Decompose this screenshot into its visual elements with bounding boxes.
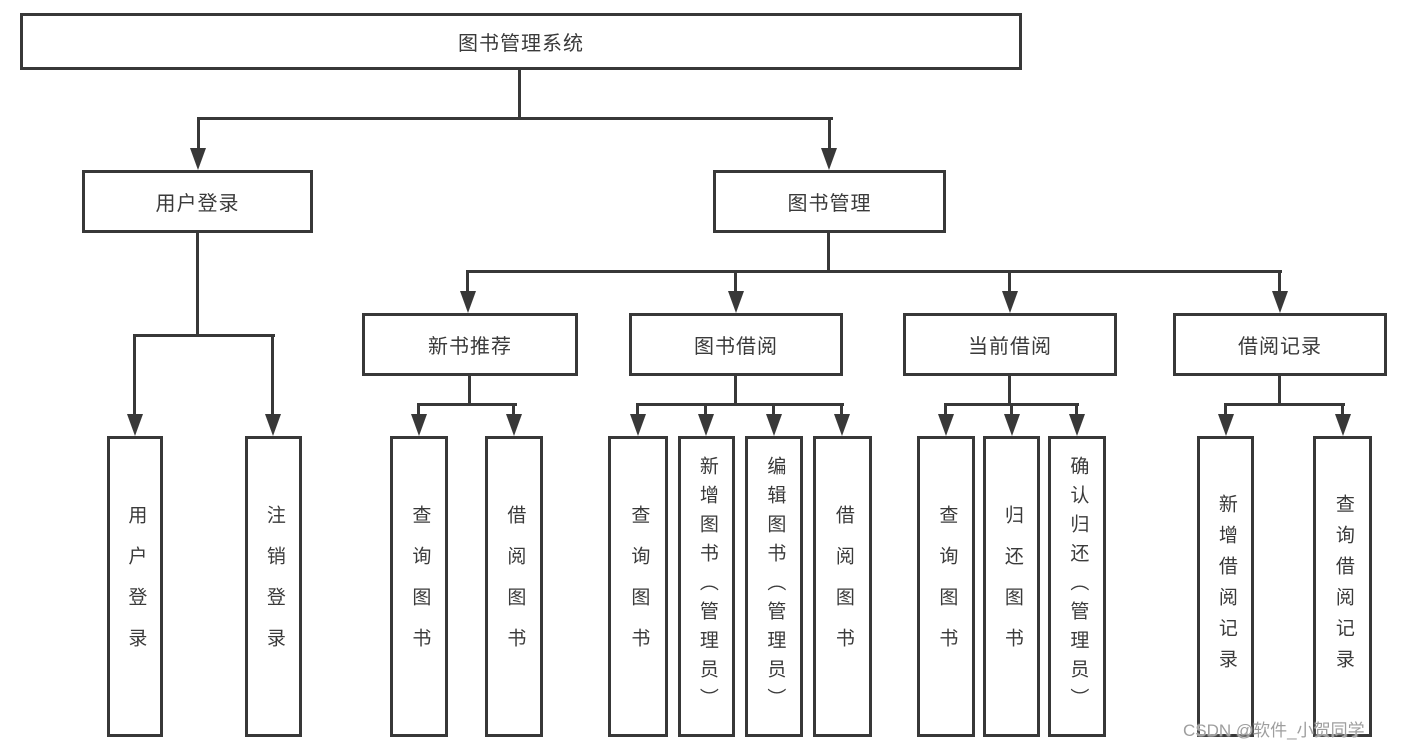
arrow-down-icon — [1218, 414, 1234, 436]
connector-hline — [1224, 403, 1345, 406]
node-label: 查询图书 — [409, 504, 431, 669]
node-label: 借阅记录 — [1238, 336, 1322, 358]
connector-vline — [704, 405, 707, 416]
node-query-books-recommend: 查询图书 — [390, 436, 448, 737]
node-borrow-books-recommend: 借阅图书 — [485, 436, 543, 737]
node-label: 查询图书 — [936, 504, 958, 669]
connector-vline — [512, 405, 515, 416]
arrow-down-icon — [938, 414, 954, 436]
node-label: 用户登录 — [125, 504, 147, 669]
connector-vline — [828, 118, 831, 150]
connector-vline — [1341, 405, 1344, 416]
node-query-books-borrow: 查询图书 — [608, 436, 668, 737]
connector-vline — [772, 405, 775, 416]
connector-vline — [1224, 405, 1227, 416]
node-label: 查询图书 — [628, 504, 650, 669]
node-add-books-admin: 新增图书（管理员） — [678, 436, 735, 737]
connector-vline — [1008, 376, 1011, 406]
connector-vline — [271, 336, 274, 416]
node-confirm-return-admin: 确认归还（管理员） — [1048, 436, 1106, 737]
node-label: 当前借阅 — [968, 336, 1052, 358]
connector-hline — [944, 403, 1079, 406]
node-label: 用户登录 — [155, 193, 240, 215]
arrow-down-icon — [1335, 414, 1351, 436]
node-label: 注销登录 — [263, 504, 285, 669]
arrow-down-icon — [698, 414, 714, 436]
connector-vline — [468, 376, 471, 406]
connector-vline — [197, 118, 200, 150]
node-add-borrow-record: 新增借阅记录 — [1197, 436, 1254, 737]
node-label: 新书推荐 — [428, 336, 512, 358]
node-return-books: 归还图书 — [983, 436, 1040, 737]
arrow-down-icon — [411, 414, 427, 436]
node-query-books-current: 查询图书 — [917, 436, 975, 737]
connector-vline — [1008, 272, 1011, 293]
node-user-login: 用户登录 — [82, 170, 313, 233]
connector-hline — [197, 117, 833, 120]
node-user-login-leaf: 用户登录 — [107, 436, 163, 737]
arrow-down-icon — [766, 414, 782, 436]
arrow-down-icon — [1004, 414, 1020, 436]
connector-vline — [466, 272, 469, 293]
arrow-down-icon — [1069, 414, 1085, 436]
arrow-down-icon — [1002, 291, 1018, 313]
node-label: 确认归还（管理员） — [1067, 456, 1089, 717]
connector-hline — [636, 403, 844, 406]
node-borrow-records: 借阅记录 — [1173, 313, 1387, 376]
arrow-down-icon — [834, 414, 850, 436]
connector-vline — [734, 376, 737, 406]
connector-vline — [417, 405, 420, 416]
node-query-borrow-record: 查询借阅记录 — [1313, 436, 1372, 737]
arrow-down-icon — [127, 414, 143, 436]
connector-vline — [1278, 272, 1281, 293]
node-new-book-recommend: 新书推荐 — [362, 313, 578, 376]
connector-vline — [196, 233, 199, 336]
arrow-down-icon — [460, 291, 476, 313]
connector-vline — [944, 405, 947, 416]
connector-vline — [518, 70, 521, 118]
node-book-borrow: 图书借阅 — [629, 313, 843, 376]
csdn-watermark: CSDN @软件_小贺同学 — [1183, 721, 1365, 740]
arrow-down-icon — [190, 148, 206, 170]
connector-vline — [840, 405, 843, 416]
connector-vline — [1010, 405, 1013, 416]
connector-vline — [1075, 405, 1078, 416]
connector-vline — [734, 272, 737, 293]
node-label: 图书管理系统 — [458, 33, 584, 55]
connector-hline — [417, 403, 517, 406]
connector-hline — [466, 270, 1282, 273]
connector-vline — [1278, 376, 1281, 406]
node-label: 查询借阅记录 — [1332, 493, 1354, 680]
node-label: 图书借阅 — [694, 336, 778, 358]
node-library-system: 图书管理系统 — [20, 13, 1022, 70]
node-label: 借阅图书 — [832, 504, 854, 669]
node-label: 编辑图书（管理员） — [764, 456, 786, 717]
arrow-down-icon — [728, 291, 744, 313]
connector-vline — [636, 405, 639, 416]
node-label: 归还图书 — [1001, 504, 1023, 669]
node-label: 新增借阅记录 — [1215, 493, 1237, 680]
node-current-borrow: 当前借阅 — [903, 313, 1117, 376]
node-label: 新增图书（管理员） — [696, 456, 718, 717]
node-logout: 注销登录 — [245, 436, 302, 737]
node-label: 借阅图书 — [504, 504, 526, 669]
arrow-down-icon — [821, 148, 837, 170]
node-borrow-books: 借阅图书 — [813, 436, 872, 737]
arrow-down-icon — [265, 414, 281, 436]
node-label: 图书管理 — [787, 193, 872, 215]
connector-vline — [133, 336, 136, 416]
connector-vline — [827, 233, 830, 272]
node-book-management: 图书管理 — [713, 170, 946, 233]
node-edit-books-admin: 编辑图书（管理员） — [745, 436, 803, 737]
arrow-down-icon — [1272, 291, 1288, 313]
arrow-down-icon — [630, 414, 646, 436]
connector-hline — [133, 334, 275, 337]
arrow-down-icon — [506, 414, 522, 436]
